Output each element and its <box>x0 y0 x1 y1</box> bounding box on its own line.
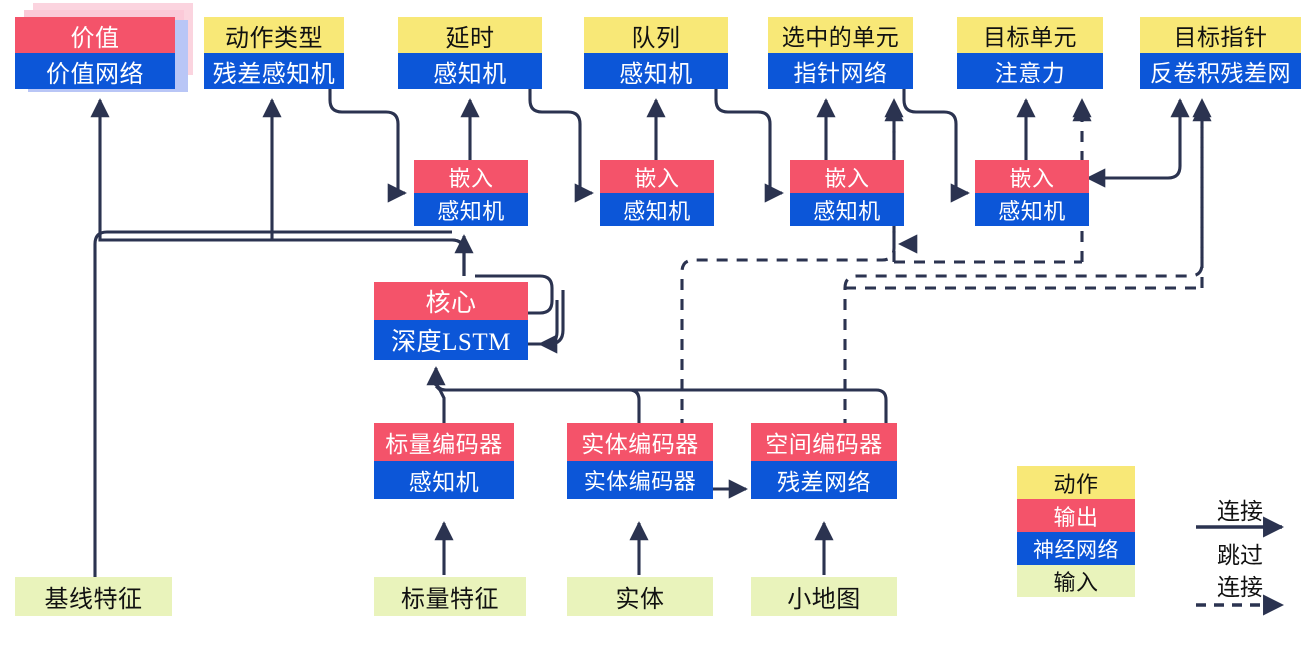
node-embed-1[interactable]: 嵌入 感知机 <box>414 160 528 226</box>
node-entity-encoder-head: 实体编码器 <box>567 423 713 461</box>
legend-swatch-input: 输入 <box>1017 565 1135 597</box>
wire-queue-to-embed3 <box>714 88 784 203</box>
node-embed-3-head: 嵌入 <box>790 160 904 193</box>
legend-skip-label-line2: 连接 <box>1217 575 1263 600</box>
node-core-head: 核心 <box>374 282 528 320</box>
node-target-unit-body: 注意力 <box>957 53 1103 89</box>
node-delay-head: 延时 <box>398 17 542 53</box>
node-selected-unit-body: 指针网络 <box>768 53 913 89</box>
node-queue[interactable]: 队列 感知机 <box>584 17 728 89</box>
node-value-body: 价值网络 <box>15 53 175 89</box>
node-embed-4-body: 感知机 <box>975 193 1089 226</box>
node-target-unit[interactable]: 目标单元 注意力 <box>957 17 1103 89</box>
legend-skip-label-line1: 跳过 <box>1217 543 1263 568</box>
node-embed-2-head: 嵌入 <box>600 160 714 193</box>
node-target-pointer-body: 反卷积残差网 <box>1140 53 1301 89</box>
node-embed-4-head: 嵌入 <box>975 160 1089 193</box>
skip-entity-encoder-to-selected-unit <box>680 98 904 430</box>
node-embed-2-body: 感知机 <box>600 193 714 226</box>
node-scalar-encoder[interactable]: 标量编码器 感知机 <box>374 423 514 499</box>
node-selected-unit-head: 选中的单元 <box>768 17 913 53</box>
node-scalar-encoder-head: 标量编码器 <box>374 423 514 461</box>
node-spatial-encoder-body: 残差网络 <box>751 461 897 499</box>
node-embed-1-body: 感知机 <box>414 193 528 226</box>
node-embed-4[interactable]: 嵌入 感知机 <box>975 160 1089 226</box>
node-queue-body: 感知机 <box>584 53 728 89</box>
input-minimap[interactable]: 小地图 <box>751 577 897 616</box>
node-value[interactable]: 价值 价值网络 <box>15 17 175 89</box>
wire-delay-to-embed2 <box>528 88 594 203</box>
node-spatial-encoder[interactable]: 空间编码器 残差网络 <box>751 423 897 499</box>
node-core-body: 深度LSTM <box>374 320 528 360</box>
legend-swatch-stack: 动作 输出 神经网络 输入 <box>1017 466 1135 597</box>
node-value-head: 价值 <box>15 17 175 53</box>
node-selected-unit[interactable]: 选中的单元 指针网络 <box>768 17 913 89</box>
node-delay-body: 感知机 <box>398 53 542 89</box>
legend-swatch-output: 输出 <box>1017 499 1135 532</box>
legend-connection-label: 连接 <box>1217 499 1263 524</box>
input-scalar-features[interactable]: 标量特征 <box>374 577 526 616</box>
wire-spatial-encoder-to-core <box>434 374 888 423</box>
node-core[interactable]: 核心 深度LSTM <box>374 282 528 360</box>
node-embed-2[interactable]: 嵌入 感知机 <box>600 160 714 226</box>
node-delay[interactable]: 延时 感知机 <box>398 17 542 89</box>
node-entity-encoder[interactable]: 实体编码器 实体编码器 <box>567 423 713 499</box>
node-embed-1-head: 嵌入 <box>414 160 528 193</box>
node-action-type-head: 动作类型 <box>204 17 344 53</box>
legend-swatch-action: 动作 <box>1017 466 1135 499</box>
input-entity[interactable]: 实体 <box>567 577 713 616</box>
node-spatial-encoder-head: 空间编码器 <box>751 423 897 461</box>
legend-swatch-network: 神经网络 <box>1017 532 1135 565</box>
wire-core-self-loop-top <box>475 274 554 315</box>
wire-action-type-to-embed1 <box>328 88 407 203</box>
node-embed-3-body: 感知机 <box>790 193 904 226</box>
node-embed-3[interactable]: 嵌入 感知机 <box>790 160 904 226</box>
node-entity-encoder-body: 实体编码器 <box>567 461 713 499</box>
node-target-pointer-head: 目标指针 <box>1140 17 1301 53</box>
wire-core-self-arrow <box>538 290 565 354</box>
node-action-type[interactable]: 动作类型 残差感知机 <box>204 17 344 89</box>
node-scalar-encoder-body: 感知机 <box>374 461 514 499</box>
input-baseline-features[interactable]: 基线特征 <box>15 577 172 616</box>
node-queue-head: 队列 <box>584 17 728 53</box>
skip-spatial-encoder-to-target-pointer <box>843 98 1212 430</box>
node-target-unit-head: 目标单元 <box>957 17 1103 53</box>
node-action-type-body: 残差感知机 <box>204 53 344 89</box>
wire-embed4-to-target-pointer <box>1085 98 1190 180</box>
node-target-pointer[interactable]: 目标指针 反卷积残差网 <box>1140 17 1301 89</box>
